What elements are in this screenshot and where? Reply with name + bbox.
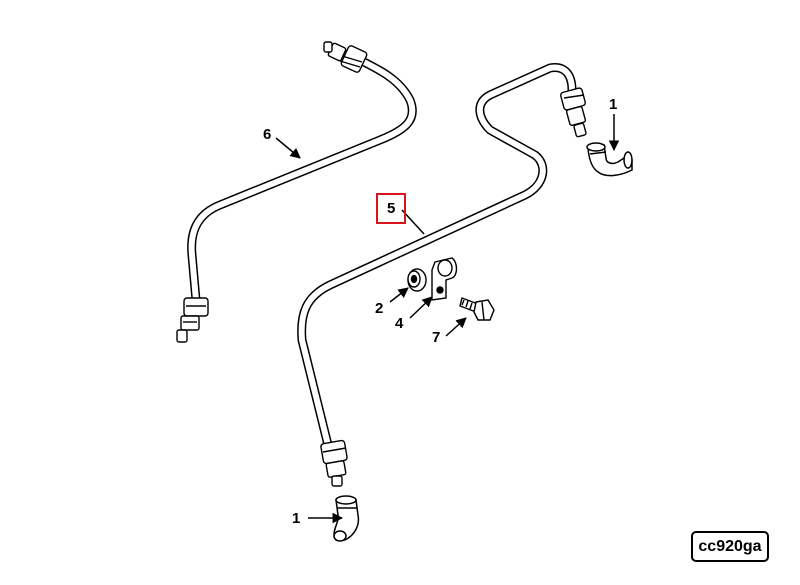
tube-long bbox=[297, 62, 577, 450]
callout-clamp: 4 bbox=[395, 315, 404, 332]
capscrew bbox=[459, 297, 495, 321]
elbow-fitting-bottom bbox=[333, 495, 360, 542]
clamp bbox=[431, 257, 458, 301]
callout-washer: 2 bbox=[375, 300, 384, 317]
leader-capscrew bbox=[445, 317, 467, 337]
callout-tube-long: 5 bbox=[376, 193, 407, 224]
figure-code-label: cc920ga bbox=[691, 531, 769, 562]
callout-tube-left: 6 bbox=[263, 126, 272, 143]
washer bbox=[407, 268, 427, 292]
leader-tube-left bbox=[275, 137, 301, 159]
tube-left-bottom-fitting bbox=[176, 297, 209, 343]
leader-washer bbox=[389, 287, 409, 303]
tube-long-top-fitting bbox=[560, 87, 587, 138]
tube-long-bottom-fitting bbox=[320, 439, 348, 487]
leader-clamp bbox=[409, 296, 433, 319]
callout-elbow-bottom: 1 bbox=[292, 510, 301, 527]
callout-elbow-right: 1 bbox=[609, 96, 618, 113]
callout-capscrew: 7 bbox=[432, 329, 441, 346]
elbow-fitting-right bbox=[586, 142, 633, 177]
tube-left-top-fitting bbox=[323, 41, 368, 73]
tube-left bbox=[187, 55, 417, 305]
